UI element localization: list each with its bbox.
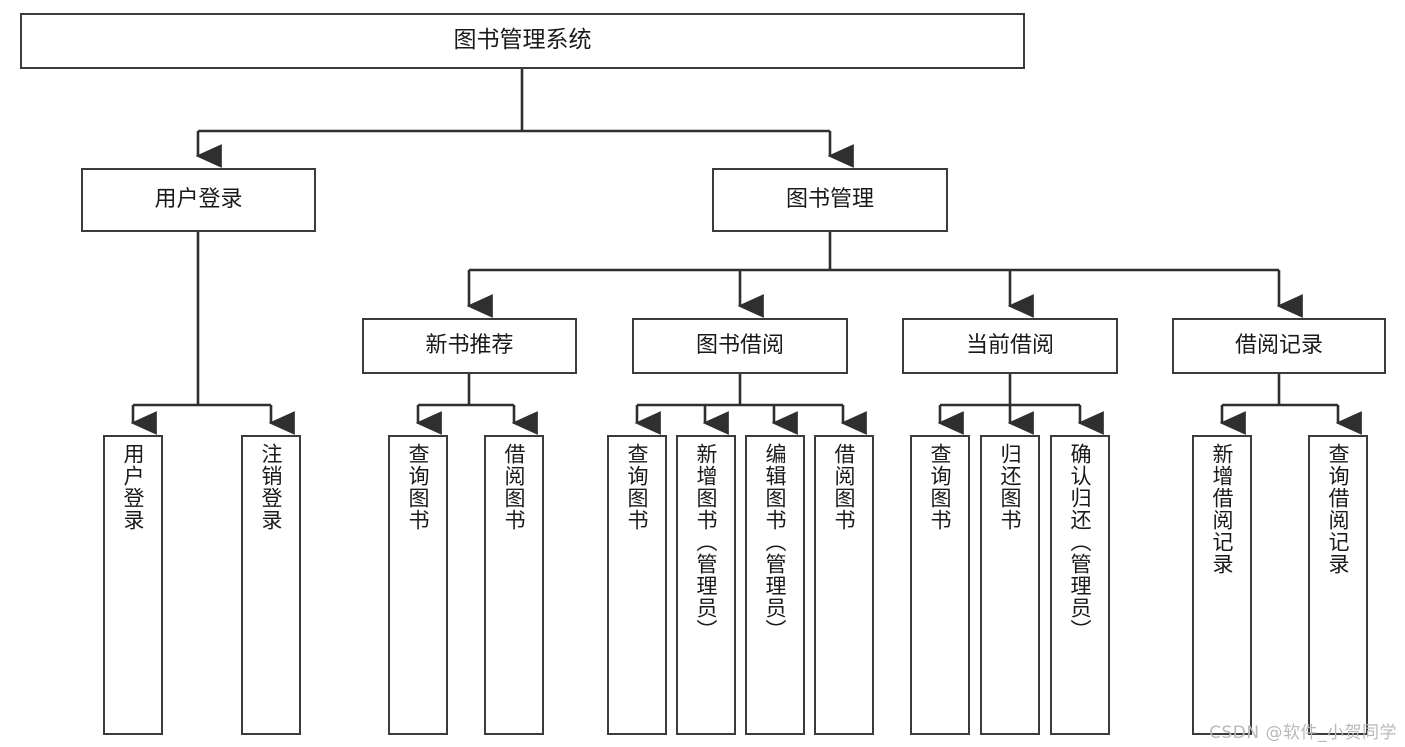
leaf-user-login-login[interactable]: 用户登录 [103,435,163,735]
node-borrow-record[interactable]: 借阅记录 [1172,318,1386,374]
leaf-borrow-record-add-record[interactable]: 新增借阅记录 [1192,435,1252,735]
leaf-current-borrow-return-book[interactable]: 归还图书 [980,435,1040,735]
leaf-book-borrow-borrow-book[interactable]: 借阅图书 [814,435,874,735]
node-label: 借阅图书 [832,443,857,531]
leaf-book-borrow-add-book-admin[interactable]: 新增图书（管理员） [676,435,736,735]
leaf-borrow-record-query-record[interactable]: 查询借阅记录 [1308,435,1368,735]
node-label: 借阅图书 [502,443,527,531]
leaf-new-book-borrow-book[interactable]: 借阅图书 [484,435,544,735]
node-label: 查询图书 [406,443,431,531]
node-label: 用户登录 [154,187,243,213]
node-label: 查询图书 [625,443,650,531]
node-label: 新书推荐 [425,333,514,359]
leaf-user-login-logout[interactable]: 注销登录 [241,435,301,735]
leaf-book-borrow-edit-book-admin[interactable]: 编辑图书（管理员） [745,435,805,735]
node-label: 新增借阅记录 [1210,443,1235,575]
node-root-book-management-system[interactable]: 图书管理系统 [20,13,1025,69]
node-label: 查询图书 [928,443,953,531]
leaf-new-book-query-book[interactable]: 查询图书 [388,435,448,735]
node-user-login[interactable]: 用户登录 [81,168,316,232]
node-label: 归还图书 [998,443,1023,531]
leaf-current-borrow-query-book[interactable]: 查询图书 [910,435,970,735]
node-label: 图书管理系统 [453,27,592,54]
node-book-management[interactable]: 图书管理 [712,168,948,232]
node-label: 新增图书（管理员） [694,443,719,641]
node-book-borrow[interactable]: 图书借阅 [632,318,848,374]
node-label: 注销登录 [259,443,284,531]
node-label: 借阅记录 [1234,333,1323,359]
node-label: 编辑图书（管理员） [763,443,788,641]
node-current-borrow[interactable]: 当前借阅 [902,318,1118,374]
node-label: 当前借阅 [965,333,1054,359]
node-label: 确认归还（管理员） [1068,443,1093,641]
node-label: 图书借阅 [695,333,784,359]
node-label: 图书管理 [785,187,874,213]
leaf-book-borrow-query-book[interactable]: 查询图书 [607,435,667,735]
node-new-book-recommend[interactable]: 新书推荐 [362,318,577,374]
node-label: 查询借阅记录 [1326,443,1351,575]
leaf-current-borrow-confirm-return-admin[interactable]: 确认归还（管理员） [1050,435,1110,735]
watermark-text: CSDN @软件_小贺同学 [1209,723,1397,743]
node-label: 用户登录 [121,443,146,531]
